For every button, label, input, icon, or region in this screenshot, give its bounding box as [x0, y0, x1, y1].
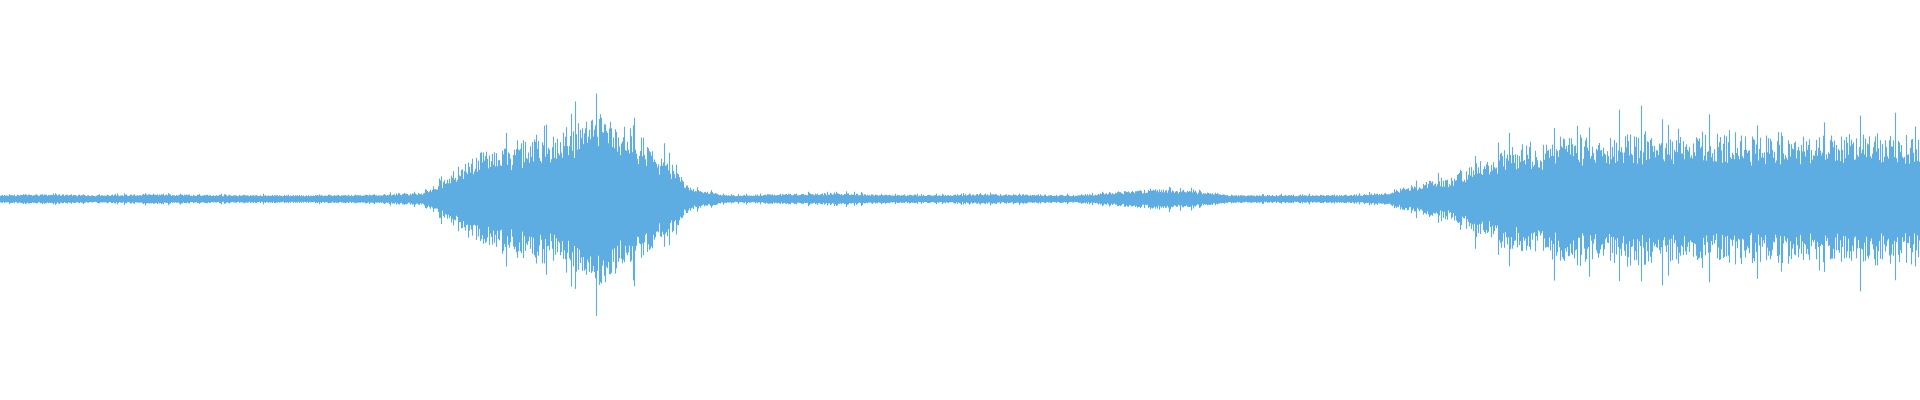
waveform-samples — [0, 93, 1920, 316]
waveform-path — [0, 93, 1920, 316]
